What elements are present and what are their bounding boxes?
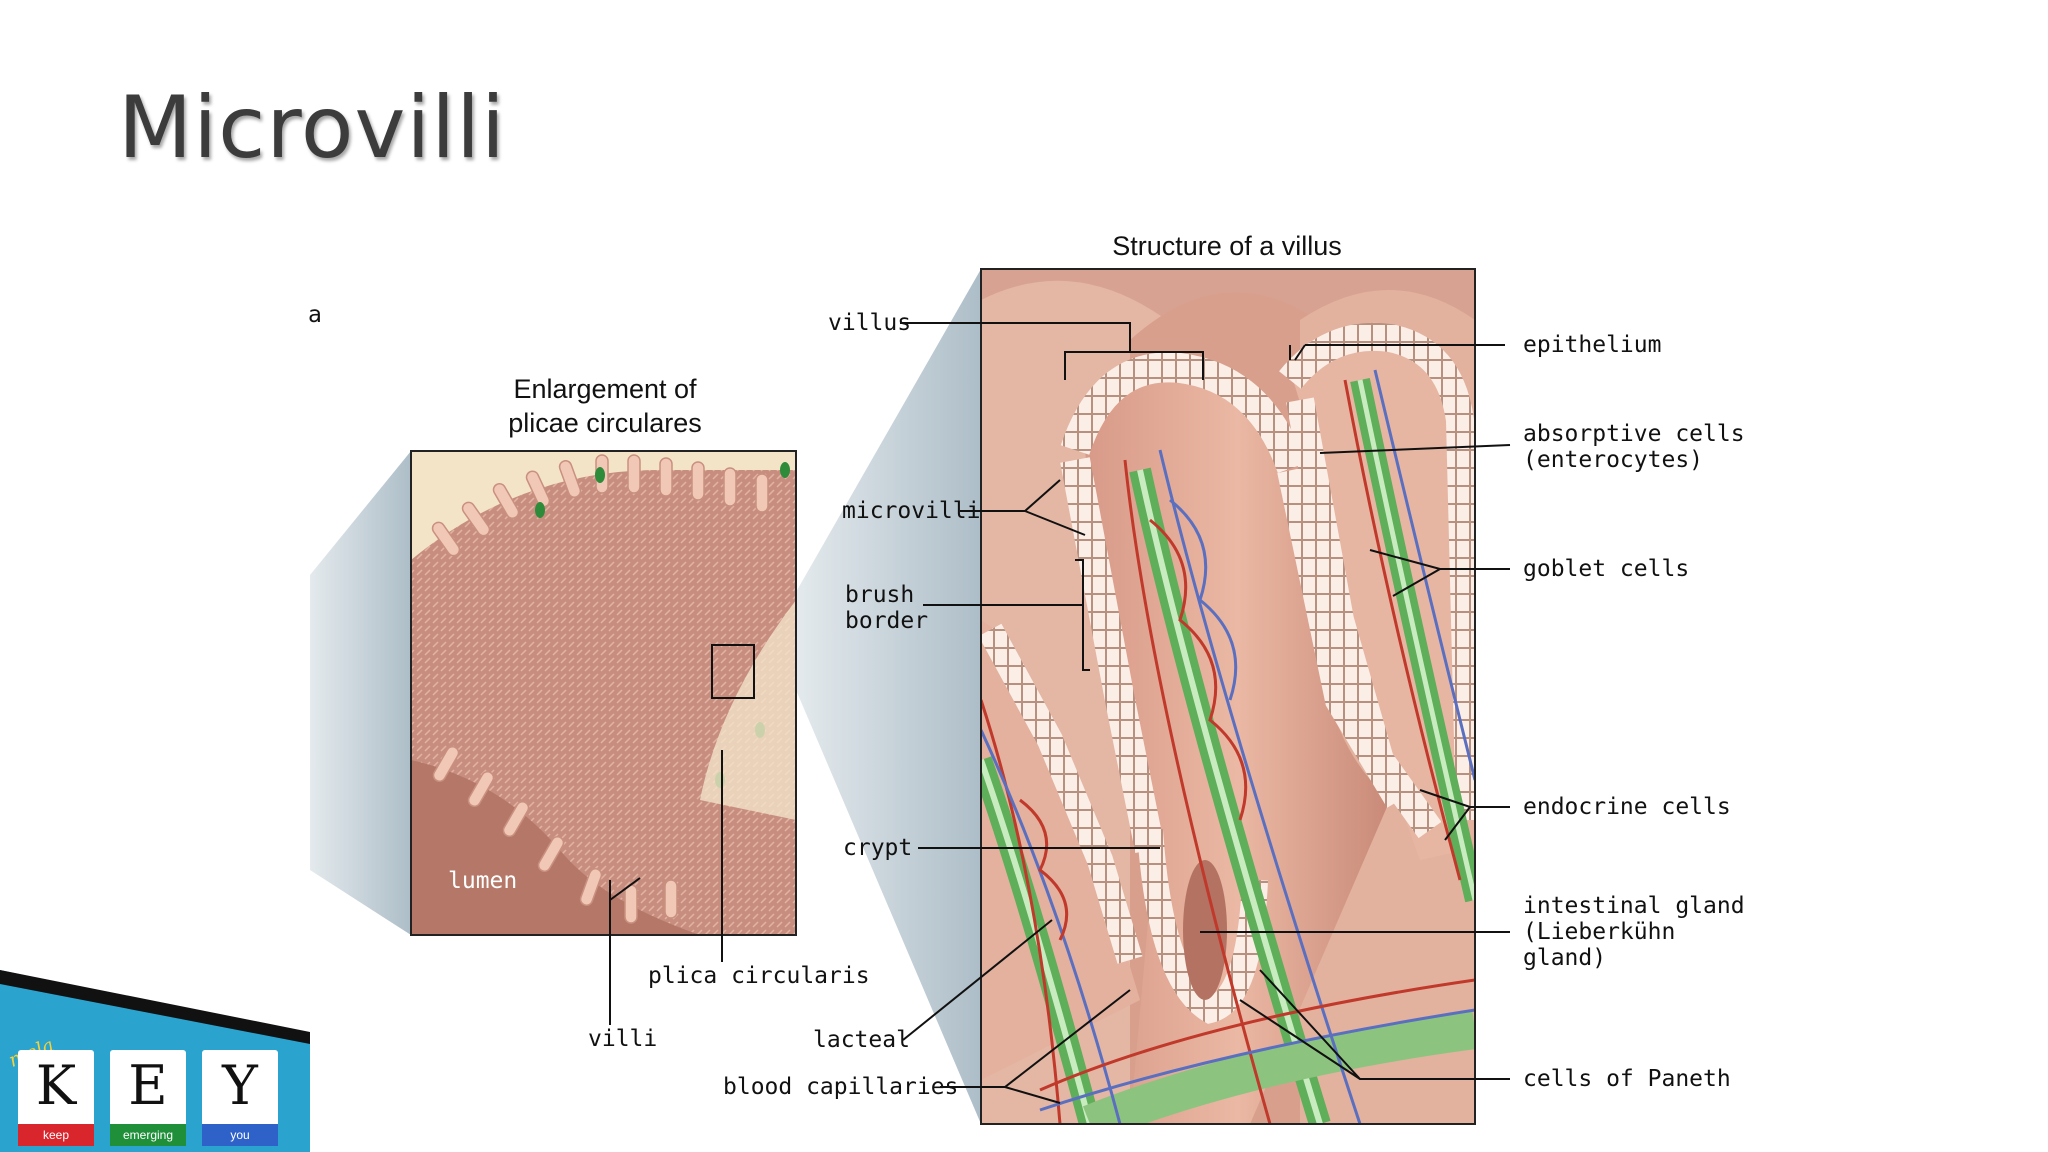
logo-tile-y: Y you <box>202 1050 278 1146</box>
paneth-label: cells of Paneth <box>1523 1066 1731 1092</box>
brush-border-label-1: brush <box>845 582 914 608</box>
crypt-label: crypt <box>843 835 912 861</box>
logo-letter-k: K <box>18 1054 94 1117</box>
logo-letter-y: Y <box>202 1054 278 1117</box>
logo-tile-k: K keep <box>18 1050 94 1146</box>
lumen-label: lumen <box>448 868 517 894</box>
plica-label: plica circularis <box>648 963 870 989</box>
lacteal-label: lacteal <box>813 1027 910 1053</box>
logo-tile-e: E emerging <box>110 1050 186 1146</box>
projection-cone-left <box>310 451 411 935</box>
logo-word-you: you <box>202 1124 278 1146</box>
absorptive-label-2: (enterocytes) <box>1523 447 1703 473</box>
right-heading: Structure of a villus <box>1112 231 1342 261</box>
microvilli-label: microvilli <box>842 498 980 524</box>
blood-capillaries-label: blood capillaries <box>723 1074 958 1100</box>
left-heading-line1: Enlargement of <box>513 374 697 404</box>
epithelium-label: epithelium <box>1523 332 1661 358</box>
gland-label-1: intestinal gland <box>1523 893 1745 919</box>
goblet-label: goblet cells <box>1523 556 1689 582</box>
logo-word-keep: keep <box>18 1124 94 1146</box>
gland-label-3: gland) <box>1523 945 1606 971</box>
logo-letter-e: E <box>110 1054 186 1117</box>
endocrine-label: endocrine cells <box>1523 794 1731 820</box>
villus-label: villus <box>828 310 911 336</box>
brush-border-label-2: border <box>845 608 928 634</box>
absorptive-label-1: absorptive cells <box>1523 421 1745 447</box>
logo-word-emerging: emerging <box>110 1124 186 1146</box>
villus-structure-panel <box>981 269 1475 1124</box>
gland-label-2: (Lieberkühn <box>1523 919 1675 945</box>
left-heading-line2: plicae circulares <box>508 408 702 438</box>
plica-enlargement-panel <box>411 451 796 935</box>
villi-label: villi <box>588 1026 657 1052</box>
stray-mark: a <box>308 302 322 328</box>
projection-cone-right <box>796 269 981 1124</box>
